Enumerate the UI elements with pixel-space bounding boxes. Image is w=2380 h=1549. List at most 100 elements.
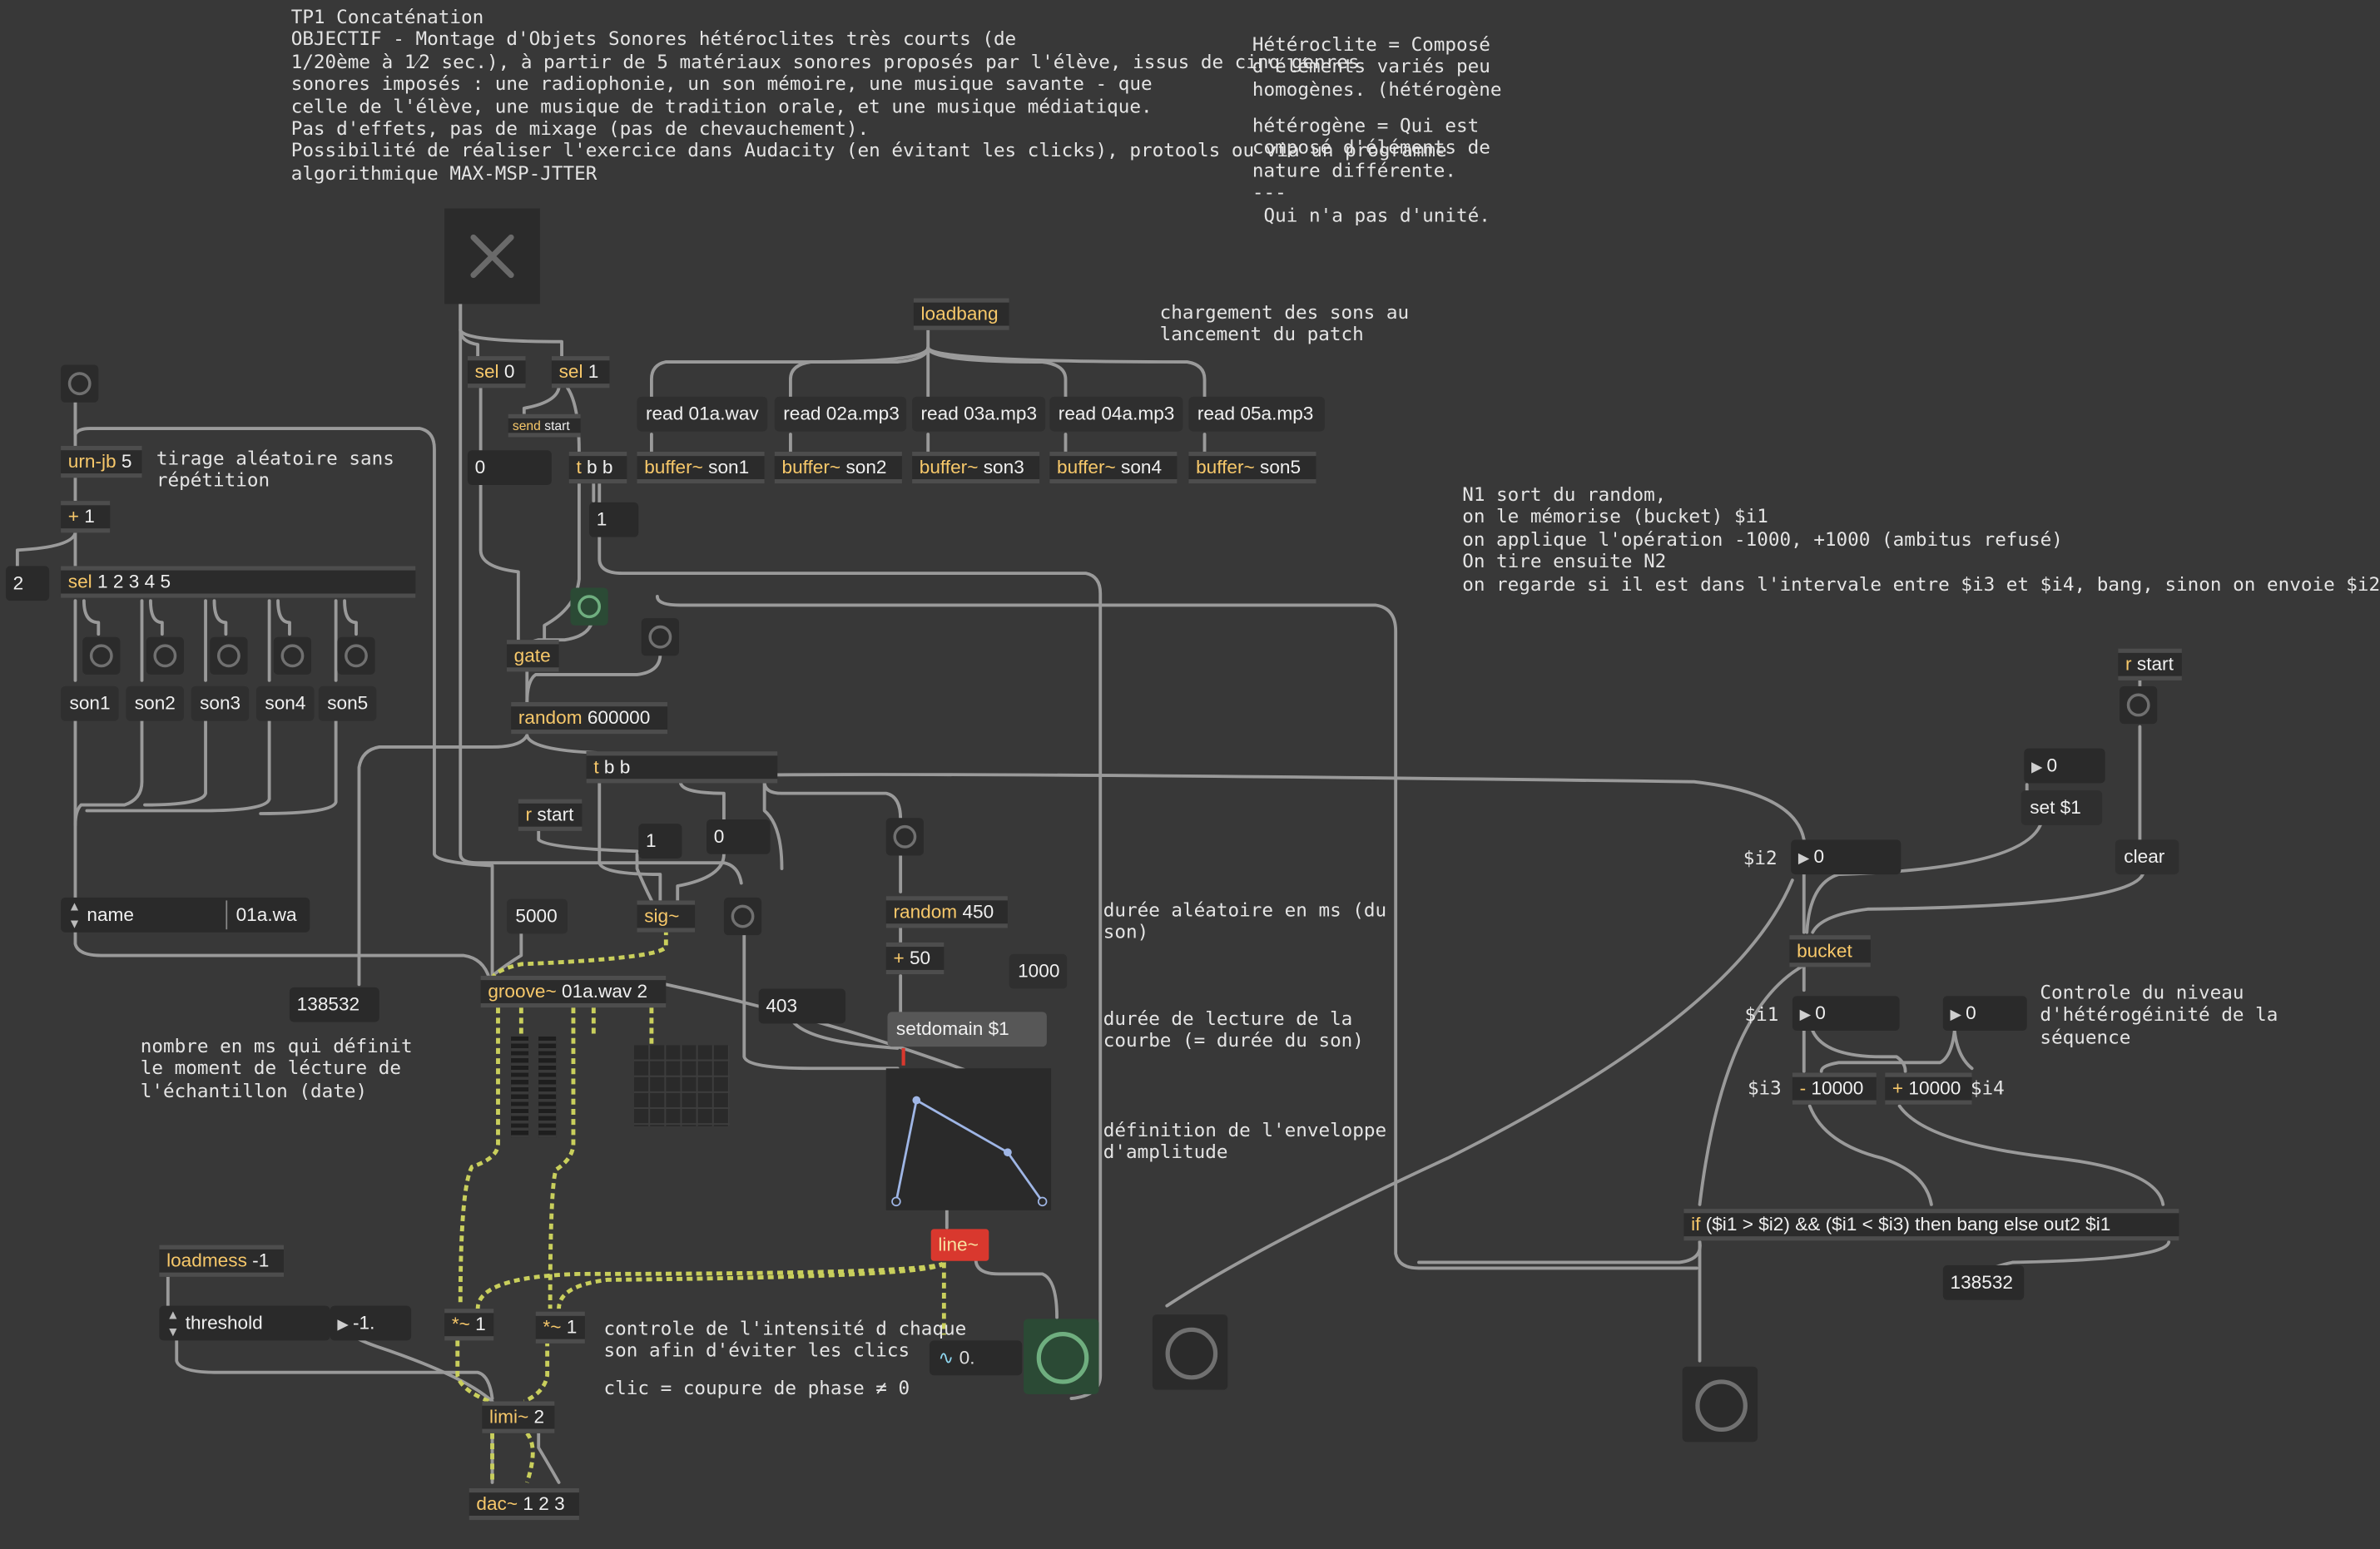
son1-bang[interactable] bbox=[82, 636, 121, 675]
loadmess-object[interactable]: loadmess -1 bbox=[159, 1245, 285, 1277]
trigger-bb-small[interactable]: t b b bbox=[568, 451, 627, 484]
random-450-object[interactable]: random 450 bbox=[885, 896, 1008, 928]
number-box-two[interactable]: 2 bbox=[5, 566, 50, 601]
gate-number-box[interactable]: 0 bbox=[467, 450, 552, 485]
i3-number-box[interactable]: ▶0 bbox=[1942, 996, 2027, 1032]
multiply-signal-2[interactable]: *~ 1 bbox=[535, 1311, 585, 1344]
controle-niveau-comment: Controle du niveau d'hétérogéinité de la… bbox=[2040, 982, 2278, 1050]
msg-5000[interactable]: 5000 bbox=[506, 898, 568, 934]
son4-bang[interactable] bbox=[273, 636, 312, 675]
multiply-signal-1[interactable]: *~ 1 bbox=[444, 1309, 494, 1341]
dac-object[interactable]: dac~ 1 2 3 bbox=[469, 1487, 579, 1521]
triangle-icon: ▶ bbox=[1797, 851, 1810, 868]
son1-message[interactable]: son1 bbox=[61, 685, 119, 721]
line-object[interactable]: line~ bbox=[930, 1229, 989, 1261]
son3-message[interactable]: son3 bbox=[191, 685, 250, 721]
if-expression-object[interactable]: if ($i1 > $i2) && ($i1 < $i3) then bang … bbox=[1683, 1209, 2179, 1241]
loadbang-object[interactable]: loadbang bbox=[913, 298, 1009, 330]
i2-number-box[interactable]: ▶0 bbox=[1791, 839, 1902, 875]
label-i1: $i1 bbox=[1744, 1004, 1779, 1027]
limi-object[interactable]: limi~ 2 bbox=[482, 1401, 555, 1433]
buffer-son3[interactable]: buffer~ son3 bbox=[912, 451, 1040, 484]
groove-object[interactable]: groove~ 01a.wav 2 bbox=[480, 975, 667, 1008]
son2-message[interactable]: son2 bbox=[126, 685, 184, 721]
big-bang-if-out[interactable] bbox=[1682, 1366, 1758, 1443]
buffer-son2[interactable]: buffer~ son2 bbox=[774, 451, 902, 484]
gate-bang[interactable] bbox=[641, 618, 679, 656]
threshold-number[interactable]: ▶-1. bbox=[330, 1305, 412, 1341]
read-message-1[interactable]: read 01a.wav bbox=[637, 396, 768, 432]
sig-bang[interactable] bbox=[723, 897, 762, 936]
number-box-138532[interactable]: 138532 bbox=[289, 987, 379, 1022]
plus-10000-object[interactable]: + 10000 bbox=[1885, 1072, 1972, 1105]
name-umenu[interactable]: ▲▼ name 01a.wa bbox=[61, 897, 310, 933]
minus-10000-object[interactable]: - 10000 bbox=[1792, 1072, 1877, 1105]
buffer-son5[interactable]: buffer~ son5 bbox=[1188, 451, 1316, 484]
end-bang-green[interactable] bbox=[1024, 1319, 1099, 1394]
son3-bang[interactable] bbox=[210, 636, 248, 675]
set-number-box[interactable]: ▶0 bbox=[2024, 748, 2105, 784]
label-i2: $i2 bbox=[1743, 848, 1778, 870]
buffer-son4[interactable]: buffer~ son4 bbox=[1049, 451, 1178, 484]
big-bang-middle[interactable] bbox=[1152, 1314, 1228, 1390]
updown-icon: ▲▼ bbox=[166, 1307, 180, 1339]
read-message-2[interactable]: read 02a.mp3 bbox=[774, 396, 907, 432]
sel-1-object[interactable]: sel 1 bbox=[551, 356, 610, 388]
triangle-icon: ▶ bbox=[337, 1317, 349, 1334]
random-600000-object[interactable]: random 600000 bbox=[511, 701, 668, 735]
son5-message[interactable]: son5 bbox=[318, 685, 377, 721]
chargement-comment: chargement des sons au lancement du patc… bbox=[1159, 302, 1410, 347]
read-message-3[interactable]: read 03a.mp3 bbox=[912, 396, 1046, 432]
urn-bang[interactable] bbox=[61, 364, 99, 403]
son5-bang[interactable] bbox=[337, 636, 375, 675]
plus-one-object[interactable]: + 1 bbox=[61, 501, 111, 533]
triangle-icon: ▶ bbox=[2030, 760, 2043, 776]
heteroclite-comment: Hétéroclite = Composé d'éléments variés … bbox=[1252, 34, 1502, 101]
duree-lecture-comment: durée de lecture de la courbe (= durée d… bbox=[1103, 1008, 1364, 1053]
read-message-5[interactable]: read 05a.mp3 bbox=[1188, 396, 1325, 432]
function-envelope[interactable] bbox=[885, 1068, 1052, 1210]
msg-1000[interactable]: 1000 bbox=[1009, 953, 1068, 989]
set-message[interactable]: set $1 bbox=[2021, 790, 2103, 825]
son4-message[interactable]: son4 bbox=[255, 685, 315, 721]
plus-50-object[interactable]: + 50 bbox=[885, 942, 945, 975]
clic-comment: clic = coupure de phase ≠ 0 bbox=[603, 1378, 910, 1400]
urn-jb-object[interactable]: urn-jb 5 bbox=[61, 445, 142, 478]
son2-bang[interactable] bbox=[146, 636, 184, 675]
start-bang-right[interactable] bbox=[2120, 685, 2158, 725]
updown-icon: ▲▼ bbox=[67, 898, 82, 931]
sel-1-2-3-4-5-object[interactable]: sel 1 2 3 4 5 bbox=[61, 566, 416, 598]
clear-message[interactable]: clear bbox=[2115, 839, 2179, 875]
envelope-curve bbox=[891, 1096, 1048, 1207]
i1-number-box[interactable]: ▶0 bbox=[1792, 996, 1900, 1032]
signal-number-display: ∿ 0. bbox=[929, 1340, 1023, 1376]
n1-comment: N1 sort du random, on le mémorise (bucke… bbox=[1462, 484, 2380, 596]
trigger-bb-main[interactable]: t b b bbox=[586, 751, 778, 784]
number-box-403[interactable]: 403 bbox=[758, 988, 846, 1024]
setdomain-message[interactable]: setdomain $1 bbox=[887, 1012, 1047, 1047]
triangle-icon: ▶ bbox=[1950, 1007, 1961, 1024]
sel-0-object[interactable]: sel 0 bbox=[467, 356, 526, 388]
threshold-menu[interactable]: ▲▼ threshold bbox=[159, 1305, 330, 1341]
object-class: loadbang bbox=[920, 302, 999, 324]
number-box-one-b[interactable]: 1 bbox=[638, 824, 682, 859]
buffer-son1[interactable]: buffer~ son1 bbox=[637, 451, 765, 484]
sig-object[interactable]: sig~ bbox=[637, 900, 696, 933]
bucket-object[interactable]: bucket bbox=[1789, 935, 1871, 968]
number-box-one-a[interactable]: 1 bbox=[589, 502, 639, 537]
send-start-object[interactable]: send start bbox=[508, 413, 581, 438]
output-number-138532[interactable]: 138532 bbox=[1942, 1264, 2025, 1300]
gate-object[interactable]: gate bbox=[506, 640, 559, 672]
read-message-4[interactable]: read 04a.mp3 bbox=[1049, 396, 1183, 432]
random450-bang[interactable] bbox=[885, 818, 924, 856]
umenu-value: 01a.wa bbox=[236, 903, 297, 925]
umenu-divider bbox=[226, 900, 228, 930]
label-i3: $i3 bbox=[1747, 1078, 1782, 1101]
receive-start-object-2[interactable]: r start bbox=[2118, 648, 2182, 680]
number-box-zero-b[interactable]: 0 bbox=[707, 819, 771, 854]
start-toggle[interactable] bbox=[444, 208, 540, 304]
matrix-grid[interactable] bbox=[634, 1045, 730, 1126]
bang-green[interactable] bbox=[570, 587, 608, 626]
label-i4: $i4 bbox=[1970, 1078, 2005, 1101]
receive-start-object-1[interactable]: r start bbox=[518, 799, 583, 831]
